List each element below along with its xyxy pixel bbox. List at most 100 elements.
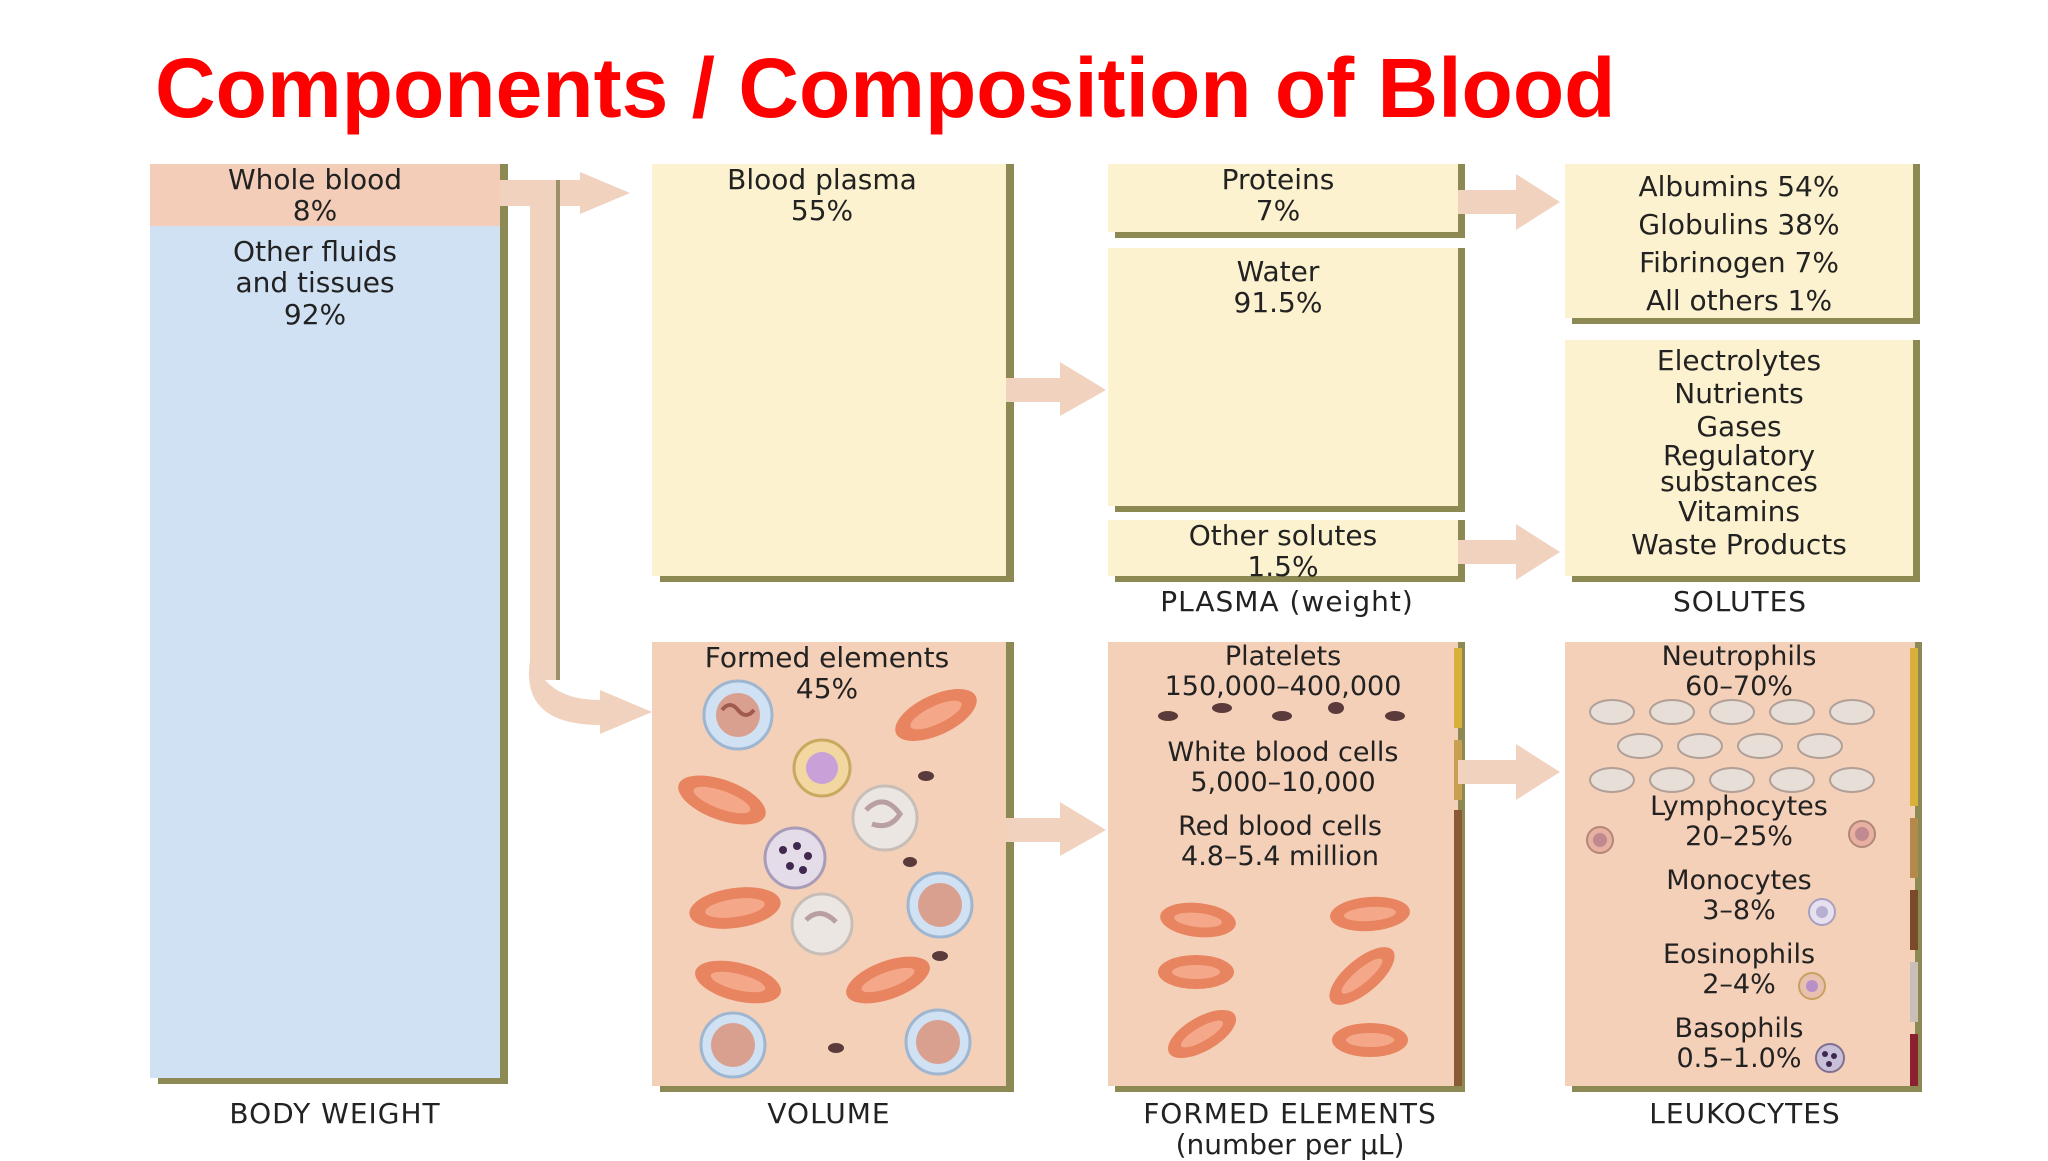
globulins-item: Globulins 38% xyxy=(1638,208,1840,241)
plasma-weight-column xyxy=(1108,164,1465,582)
red-blood-cell-icon xyxy=(695,960,781,1004)
substances-item: substances xyxy=(1660,465,1818,498)
wbc-text: White blood cells xyxy=(1167,737,1399,768)
basophils-pct: 0.5–1.0% xyxy=(1676,1043,1802,1075)
all-others-item: All others 1% xyxy=(1645,284,1833,317)
formed-elements-caption-title: FORMED ELEMENTS xyxy=(1143,1097,1437,1130)
leukocytes-caption: LEUKOCYTES xyxy=(1649,1097,1841,1130)
water-label: Water 91.5% xyxy=(1108,256,1448,319)
monocyte-cell-icon xyxy=(851,784,919,852)
platelet-icon xyxy=(1158,702,1405,721)
proteins-breakdown-list: Albumins 54% Globulins 38% Fibrinogen 7%… xyxy=(1565,168,1913,320)
proteins-text: Proteins xyxy=(1221,163,1335,196)
eosinophil-cell-icon xyxy=(792,738,852,798)
basophil-cell-icon xyxy=(1815,1043,1845,1073)
white-blood-cells-label: White blood cells 5,000–10,000 xyxy=(1108,737,1458,799)
plasma-weight-caption: PLASMA (weight) xyxy=(1160,585,1414,618)
platelets-count: 150,000–400,000 xyxy=(1164,671,1402,703)
blood-plasma-pct: 55% xyxy=(790,194,854,228)
other-fluids-label: Other fluids and tissues 92% xyxy=(150,236,480,330)
blood-plasma-text: Blood plasma xyxy=(727,163,917,196)
neutrophils-text: Neutrophils xyxy=(1661,641,1817,672)
monocytes-text: Monocytes xyxy=(1666,865,1812,896)
waste-products-item: Waste Products xyxy=(1631,528,1847,561)
solutes-caption: SOLUTES xyxy=(1672,585,1808,618)
volume-cells xyxy=(678,679,977,1079)
proteins-list-box xyxy=(1565,164,1913,318)
red-blood-cell-icon xyxy=(1160,902,1236,938)
eosinophil-cell-icon xyxy=(1798,972,1826,1000)
lymphocyte-cell-icon xyxy=(1848,820,1876,848)
lymphocytes-text: Lymphocytes xyxy=(1650,791,1828,822)
electrolytes-item: Electrolytes xyxy=(1656,344,1822,377)
proteins-box xyxy=(1108,164,1458,232)
neutrophil-cell-icon xyxy=(904,1008,972,1076)
red-blood-cell-icon xyxy=(1330,896,1410,932)
platelet-icon xyxy=(828,771,948,1053)
monocyte-cell-icon xyxy=(790,892,854,956)
neutrophil-cell-icon xyxy=(906,871,974,939)
body-weight-column xyxy=(150,164,508,1084)
whole-blood-box xyxy=(150,164,500,226)
lymphocytes-pct: 20–25% xyxy=(1685,821,1793,853)
red-blood-cells-label: Red blood cells 4.8–5.4 million xyxy=(1108,811,1452,873)
other-solutes-box xyxy=(1108,520,1458,576)
formed-elements-caption: FORMED ELEMENTS (number per µL) xyxy=(1080,1098,1500,1161)
formed-elements-label: Formed elements 45% xyxy=(652,642,1002,705)
solutes-list-box xyxy=(1565,340,1913,576)
formed-elements-caption-sub: (number per µL) xyxy=(1175,1128,1405,1161)
volume-arrows xyxy=(1006,362,1106,856)
volume-caption: VOLUME xyxy=(767,1097,891,1130)
proteins-label: Proteins 7% xyxy=(1108,164,1448,227)
rbc-count: 4.8–5.4 million xyxy=(1181,841,1379,873)
nutrients-item: Nutrients xyxy=(1674,377,1804,410)
formed-elements-text: Formed elements xyxy=(704,641,950,674)
neutrophil-cell-icon xyxy=(702,679,774,751)
whole-blood-text: Whole blood xyxy=(227,163,403,196)
albumins-item: Albumins 54% xyxy=(1638,170,1840,203)
red-blood-cell-icon xyxy=(689,887,781,929)
body-weight-caption: BODY WEIGHT xyxy=(229,1097,441,1130)
neutrophils-pct: 60–70% xyxy=(1685,671,1793,703)
monocytes-pct: 3–8% xyxy=(1702,895,1776,927)
red-blood-cell-icon xyxy=(1158,955,1234,989)
formed-elements-cells xyxy=(1158,702,1410,1059)
red-blood-cell-icon xyxy=(895,689,977,741)
gases-item: Gases xyxy=(1696,410,1782,443)
platelets-label: Platelets 150,000–400,000 xyxy=(1108,641,1458,703)
solutes-list: Electrolytes Nutrients Gases Regulatory … xyxy=(1565,344,1913,561)
neutrophil-cell-icon xyxy=(699,1011,767,1079)
blood-plasma-box xyxy=(652,164,1006,576)
water-box xyxy=(1108,248,1458,506)
other-fluids-box xyxy=(150,226,500,1078)
red-blood-cell-icon xyxy=(1332,1023,1408,1057)
eosinophils-text: Eosinophils xyxy=(1662,939,1816,970)
basophils-text: Basophils xyxy=(1674,1013,1804,1044)
other-fluids-pct: 92% xyxy=(283,297,347,331)
proteins-pct: 7% xyxy=(1255,194,1301,228)
wbc-count: 5,000–10,000 xyxy=(1190,767,1376,799)
plasma-arrows xyxy=(1458,174,1560,580)
formed-arrow xyxy=(1458,744,1560,800)
red-blood-cell-icon xyxy=(846,956,930,1004)
rbc-text: Red blood cells xyxy=(1178,811,1382,842)
red-blood-cell-icon xyxy=(1168,1009,1236,1059)
other-fluids-text-1: Other fluids xyxy=(233,235,397,268)
lymphocyte-cell-icon xyxy=(1586,826,1614,854)
other-solutes-text: Other solutes xyxy=(1188,519,1378,552)
basophils-label: Basophils 0.5–1.0% xyxy=(1565,1013,1913,1075)
fibrinogen-item: Fibrinogen 7% xyxy=(1639,246,1839,279)
other-solutes-label: Other solutes 1.5% xyxy=(1108,520,1458,583)
platelets-text: Platelets xyxy=(1224,641,1342,672)
solutes-column xyxy=(1565,164,1920,582)
leukocyte-cells xyxy=(1586,699,1876,1073)
neutrophil-cell-icon xyxy=(1589,699,1875,793)
whole-blood-pct: 8% xyxy=(292,194,338,228)
monocytes-label: Monocytes 3–8% xyxy=(1565,865,1913,927)
eosinophils-label: Eosinophils 2–4% xyxy=(1565,939,1913,1001)
page-title: Components / Composition of Blood xyxy=(155,41,1616,135)
eosinophils-pct: 2–4% xyxy=(1702,969,1776,1001)
red-blood-cell-icon xyxy=(678,775,766,825)
formed-elements-pct: 45% xyxy=(795,672,859,706)
